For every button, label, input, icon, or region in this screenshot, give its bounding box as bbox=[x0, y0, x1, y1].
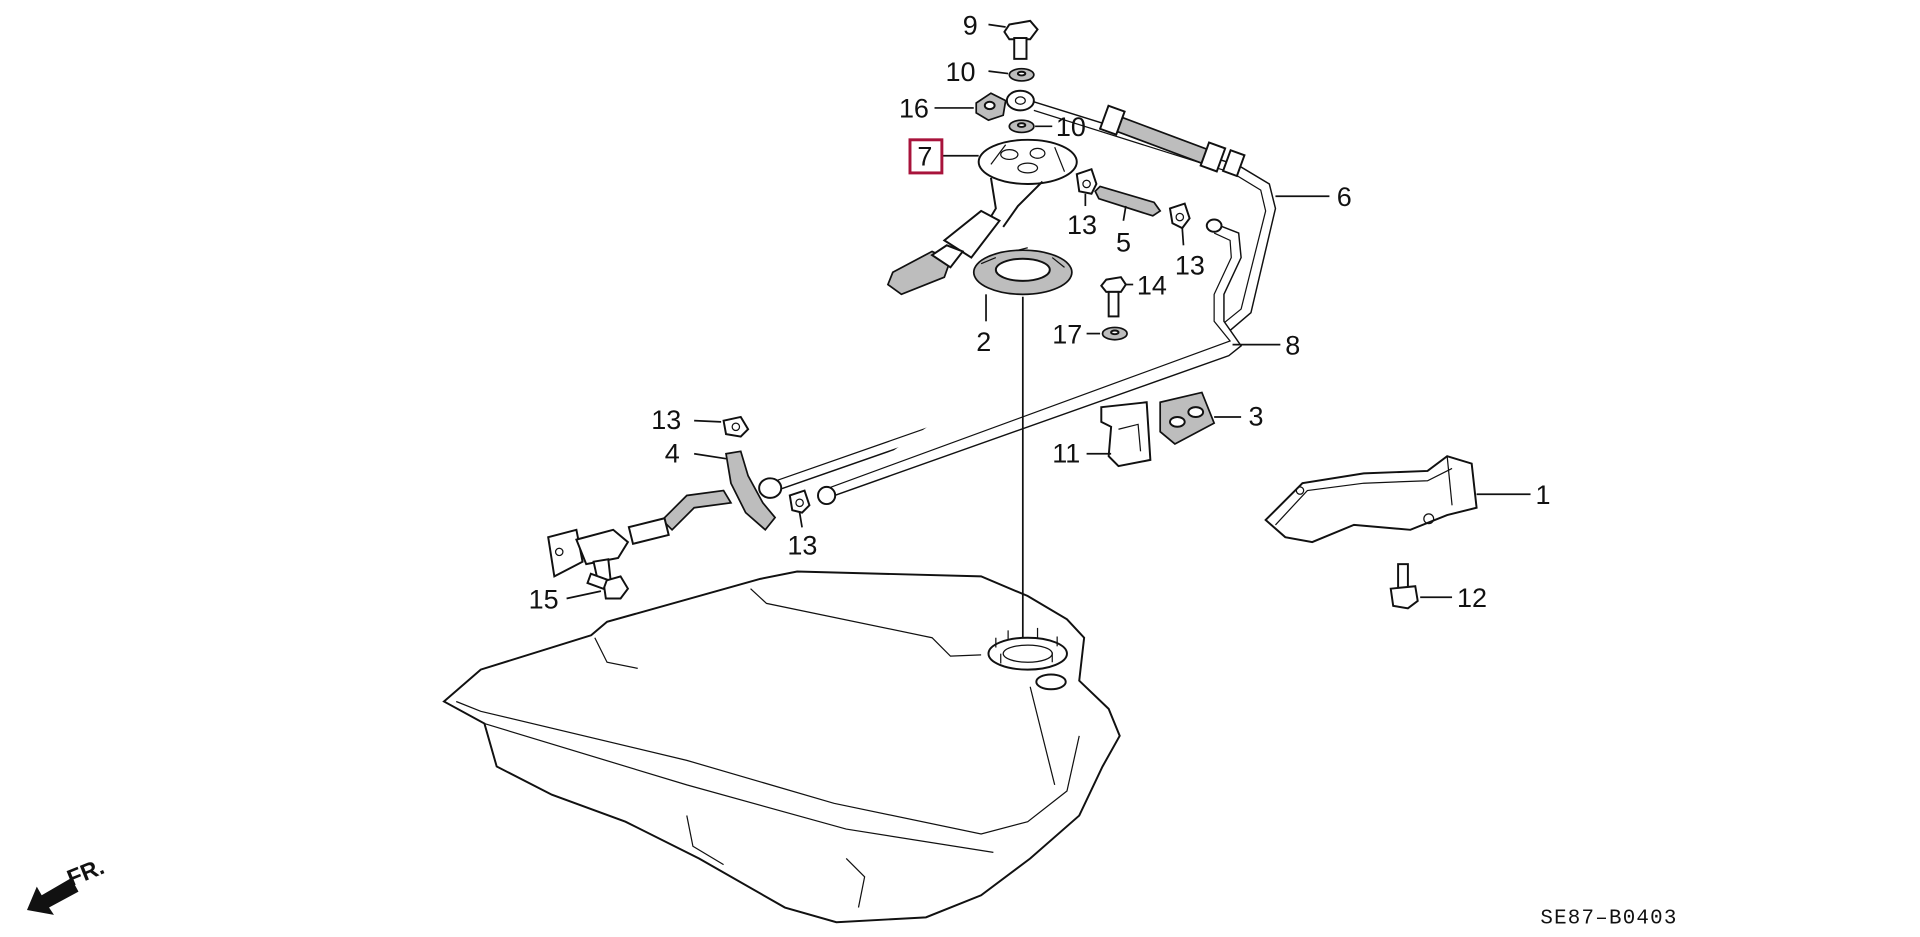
bracket-11 bbox=[1100, 401, 1152, 468]
bolt-14 bbox=[1100, 276, 1128, 318]
callout-15: 15 bbox=[529, 584, 559, 614]
grommet-3 bbox=[1159, 391, 1216, 445]
callout-16: 16 bbox=[899, 94, 929, 124]
bolt-9 bbox=[1003, 19, 1039, 60]
clamp-13-d bbox=[788, 489, 811, 514]
callout-11: 11 bbox=[1052, 438, 1080, 468]
hose-4 bbox=[627, 450, 777, 546]
callout-17: 17 bbox=[1052, 319, 1082, 349]
callout-10-upper: 10 bbox=[946, 57, 976, 87]
hose-5 bbox=[1094, 185, 1162, 217]
callout-8: 8 bbox=[1285, 330, 1300, 360]
fuel-pipe-lines bbox=[758, 101, 1277, 506]
callout-7-highlight-box bbox=[908, 138, 944, 175]
washer-17 bbox=[1101, 326, 1128, 341]
callout-13-d: 13 bbox=[787, 530, 817, 560]
callout-10-lower: 10 bbox=[1056, 112, 1086, 142]
callout-4: 4 bbox=[665, 438, 680, 468]
clamp-13-c bbox=[722, 415, 750, 438]
callout-9: 9 bbox=[963, 10, 978, 40]
callout-2: 2 bbox=[976, 327, 991, 357]
leader-lines bbox=[566, 23, 1531, 638]
front-direction-indicator: FR. bbox=[26, 853, 108, 915]
washer-10-lower bbox=[1008, 119, 1035, 134]
pipe-fitting-eye bbox=[1005, 89, 1035, 112]
callout-13-b: 13 bbox=[1175, 251, 1205, 281]
clamp-13-b bbox=[1168, 202, 1191, 230]
lock-ring-2 bbox=[972, 247, 1073, 296]
diagram-code: SE87–B0403 bbox=[1540, 907, 1677, 930]
callout-labels: 9 10 16 10 7 6 13 5 13 14 2 17 8 3 13 11… bbox=[529, 10, 1551, 614]
callout-7[interactable]: 7 bbox=[917, 142, 932, 172]
front-arrow-icon bbox=[26, 878, 79, 915]
callout-13-c: 13 bbox=[651, 405, 681, 435]
nut-16 bbox=[975, 92, 1007, 122]
fuel-filler-fitting bbox=[547, 528, 630, 585]
callout-14: 14 bbox=[1137, 270, 1167, 300]
fuel-pump-7 bbox=[886, 138, 1078, 296]
washer-10-upper bbox=[1008, 67, 1035, 82]
front-label: FR. bbox=[63, 853, 108, 891]
callout-12: 12 bbox=[1457, 583, 1487, 613]
bolt-12 bbox=[1389, 563, 1419, 610]
fuel-tank bbox=[442, 570, 1121, 924]
callout-13-a: 13 bbox=[1067, 210, 1097, 240]
callout-3: 3 bbox=[1248, 402, 1263, 432]
tank-cover-1 bbox=[1264, 455, 1478, 544]
bolt-15 bbox=[586, 572, 630, 600]
callout-1: 1 bbox=[1535, 480, 1550, 510]
callout-6: 6 bbox=[1337, 182, 1352, 212]
clamp-13-a bbox=[1075, 168, 1098, 195]
callout-5: 5 bbox=[1116, 227, 1131, 257]
